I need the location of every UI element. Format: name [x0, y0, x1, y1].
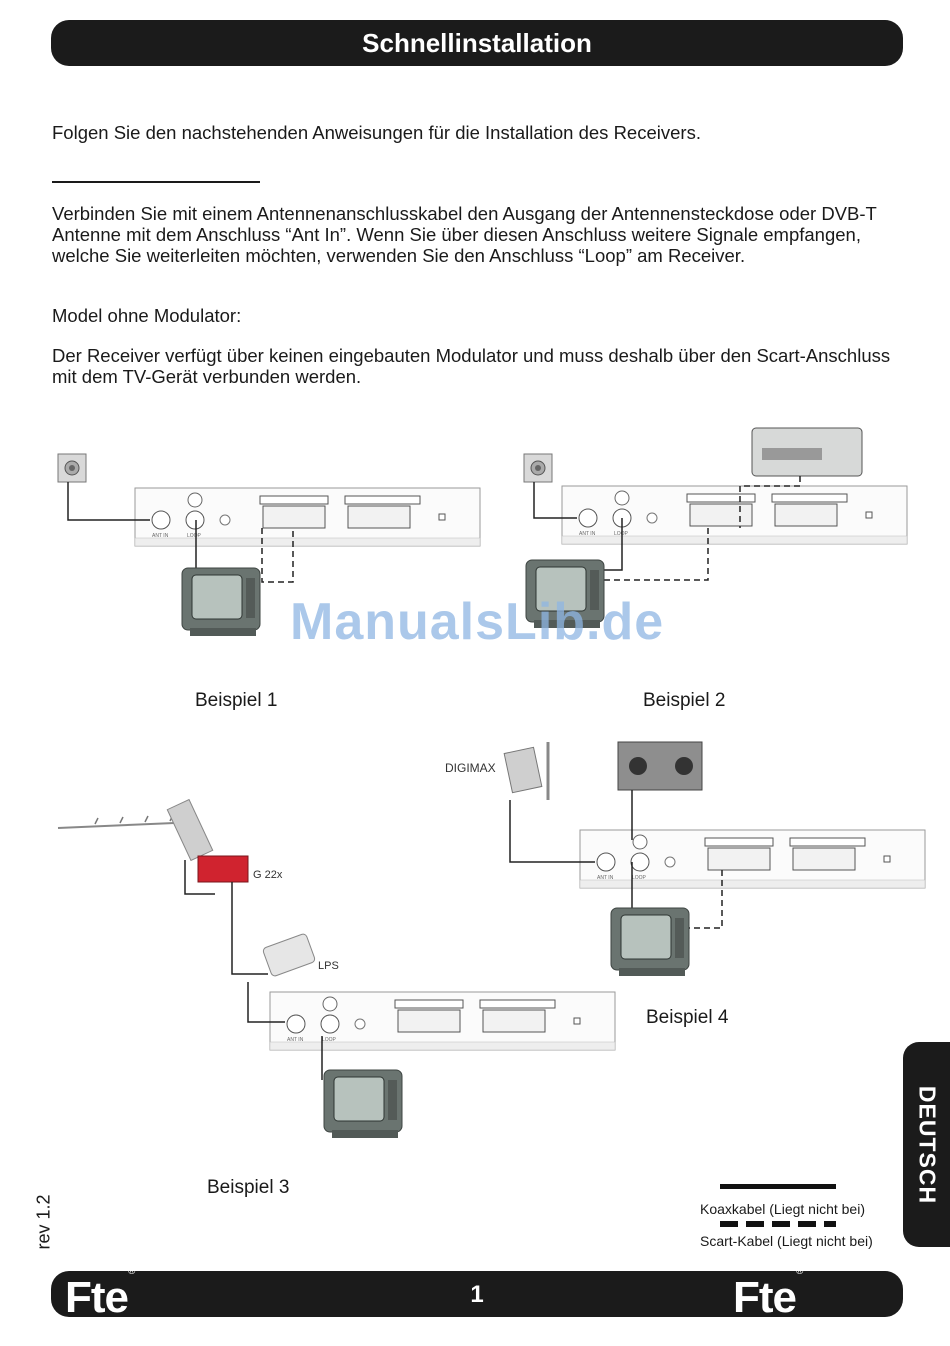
- registered-mark-right: ®: [796, 1266, 803, 1278]
- caption-example-4: Beispiel 4: [646, 1007, 729, 1028]
- caption-example-2: Beispiel 2: [643, 690, 726, 711]
- model-paragraph: Der Receiver verfügt über keinen eingeba…: [52, 345, 891, 387]
- language-tab-label: DEUTSCH: [914, 1085, 940, 1204]
- revision-label: rev 1.2: [33, 1194, 54, 1250]
- label-lps: LPS: [318, 960, 339, 972]
- label-g22x: G 22x: [253, 869, 283, 881]
- digimax-antenna: [503, 746, 543, 794]
- connection-diagrams: ANT IN LOOP: [57, 427, 926, 1139]
- amplifier-g22x: [197, 855, 249, 883]
- logo-left-text: Fte: [65, 1273, 129, 1322]
- language-tab: DEUTSCH: [903, 1042, 950, 1247]
- caption-example-1: Beispiel 1: [195, 690, 278, 711]
- scart-legend-line: [720, 1221, 836, 1227]
- coax-legend-label: Koaxkabel (Liegt nicht bei): [700, 1201, 865, 1217]
- page-title: Schnellinstallation: [362, 27, 592, 58]
- diagram-example-1: [57, 453, 481, 637]
- footer-bar: Fte® 1 Fte®: [51, 1266, 903, 1322]
- logo-right-text: Fte: [733, 1273, 797, 1322]
- header-bar: Schnellinstallation: [51, 20, 903, 66]
- model-heading: Model ohne Modulator:: [52, 305, 242, 326]
- caption-example-3: Beispiel 3: [207, 1177, 290, 1198]
- section-divider: [52, 181, 260, 183]
- label-digimax: DIGIMAX: [445, 761, 496, 775]
- antenna-paragraph: Verbinden Sie mit einem Antennenanschlus…: [52, 203, 877, 266]
- diagram-example-2: [523, 427, 908, 629]
- logo-left: Fte®: [65, 1266, 135, 1323]
- scart-legend-label: Scart-Kabel (Liegt nicht bei): [700, 1233, 873, 1249]
- logo-right: Fte®: [733, 1266, 803, 1323]
- watermark: ManualsLib.de: [290, 593, 665, 651]
- yagi-antenna: [166, 798, 214, 862]
- diagram-example-3: G 22x LPS: [57, 798, 616, 1139]
- revision: rev 1.2: [22, 1194, 66, 1249]
- registered-mark-left: ®: [128, 1266, 135, 1278]
- lps-device: [262, 933, 316, 977]
- intro-text: Folgen Sie den nachstehenden Anweisungen…: [52, 122, 701, 143]
- page-number: 1: [470, 1281, 484, 1308]
- coax-legend-line: [720, 1184, 836, 1189]
- diagram-example-4: DIGIMAX: [445, 741, 926, 977]
